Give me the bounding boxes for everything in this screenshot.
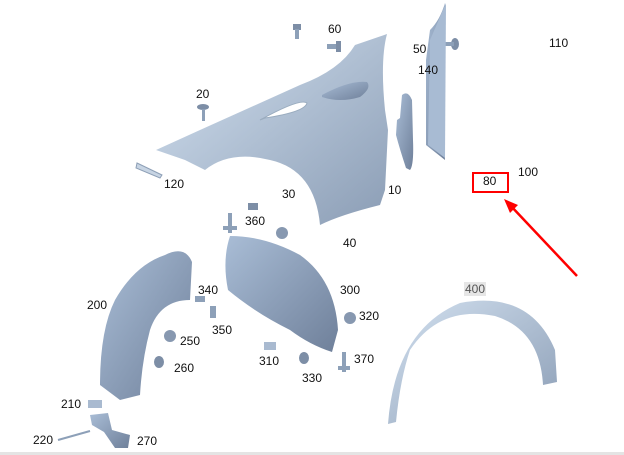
- clip-part-350[interactable]: [210, 306, 216, 318]
- clip-part-260[interactable]: [154, 356, 164, 368]
- part-label-350[interactable]: 350: [212, 323, 233, 337]
- fender-part-10[interactable]: [156, 34, 388, 225]
- part-label-10[interactable]: 10: [388, 183, 402, 197]
- part-label-110[interactable]: 110: [549, 36, 569, 50]
- part-label-40[interactable]: 40: [343, 236, 357, 250]
- part-label-50[interactable]: 50: [413, 42, 427, 56]
- part-label-330[interactable]: 330: [302, 371, 323, 385]
- clip-part-340[interactable]: [195, 296, 205, 302]
- clip-part-360[interactable]: [223, 213, 237, 233]
- bolt-part-50[interactable]: [327, 41, 341, 52]
- part-label-340[interactable]: 340: [198, 283, 219, 297]
- nut-part-250[interactable]: [164, 330, 176, 342]
- part-label-80[interactable]: 80: [483, 174, 497, 188]
- clip-part-210[interactable]: [88, 400, 102, 408]
- part-label-360[interactable]: 360: [245, 214, 266, 228]
- bracket-part-120[interactable]: [135, 162, 163, 179]
- bottom-divider: [0, 452, 624, 455]
- part-label-260[interactable]: 260: [174, 361, 195, 375]
- part-label-140[interactable]: 140: [418, 63, 439, 77]
- part-label-250[interactable]: 250: [180, 334, 201, 348]
- part-label-370[interactable]: 370: [354, 352, 375, 366]
- part-label-220[interactable]: 220: [33, 433, 54, 447]
- part-label-270[interactable]: 270: [137, 434, 158, 448]
- clip-part-370[interactable]: [338, 352, 350, 372]
- part-label-20[interactable]: 20: [196, 87, 210, 101]
- part-label-300[interactable]: 300: [340, 283, 361, 297]
- part-label-60[interactable]: 60: [328, 22, 342, 36]
- clip-part-310[interactable]: [264, 342, 276, 350]
- part-label-310[interactable]: 310: [259, 354, 280, 368]
- part-label-100[interactable]: 100: [518, 165, 539, 179]
- clip-part-330[interactable]: [299, 352, 309, 364]
- seal-part-80[interactable]: [396, 93, 414, 170]
- bolt-part-30[interactable]: [248, 203, 258, 210]
- red-arrow-icon: [504, 199, 578, 277]
- part-label-30[interactable]: 30: [282, 187, 296, 201]
- vent-part-140[interactable]: [322, 81, 369, 100]
- part-label-400[interactable]: 400: [464, 282, 487, 296]
- part-label-210[interactable]: 210: [61, 397, 82, 411]
- part-label-200[interactable]: 200: [87, 298, 108, 312]
- bracket-part-270[interactable]: [90, 413, 130, 448]
- liner-part-200[interactable]: [100, 251, 192, 400]
- highlight-box: [472, 172, 509, 193]
- arch-trim-part-400[interactable]: [388, 300, 557, 424]
- clip-part-20[interactable]: [197, 104, 209, 121]
- bolt-part-220[interactable]: [57, 430, 91, 441]
- nut-part-40[interactable]: [276, 227, 288, 239]
- bolt-part-110[interactable]: [444, 38, 459, 50]
- part-label-320[interactable]: 320: [359, 309, 380, 323]
- bolt-part-60[interactable]: [293, 24, 301, 39]
- liner-part-300[interactable]: [225, 236, 338, 352]
- nut-part-320[interactable]: [344, 312, 356, 324]
- part-label-120[interactable]: 120: [164, 177, 185, 191]
